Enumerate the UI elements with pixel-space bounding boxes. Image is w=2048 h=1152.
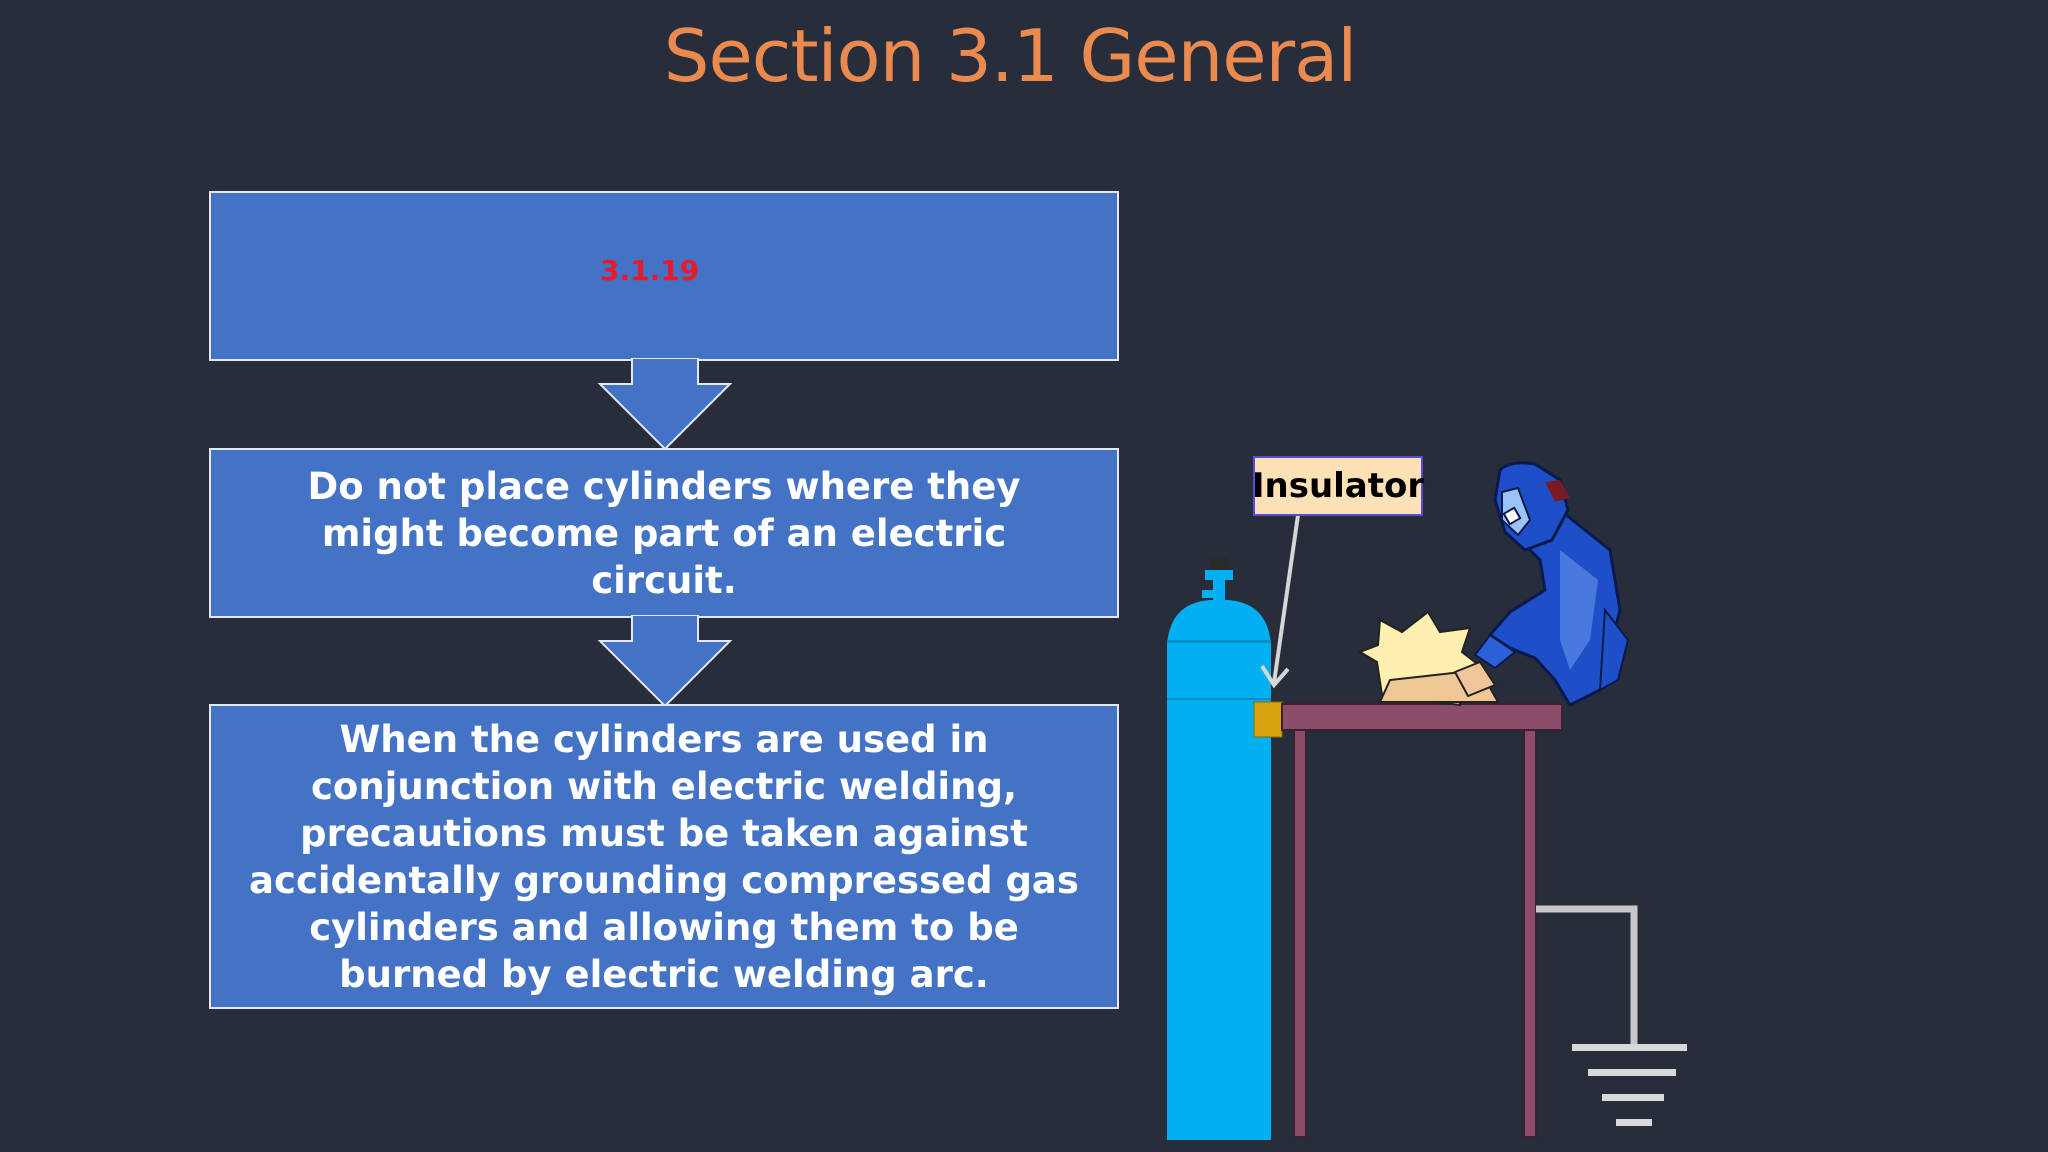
insulator-pointer-icon: [1260, 514, 1300, 689]
ground-symbol-icon: [1536, 905, 1687, 1126]
step-box-2: Do not place cylinders where they might …: [209, 448, 1119, 618]
step-2-text: Do not place cylinders where they might …: [307, 464, 1021, 602]
section-code: 3.1.19: [600, 254, 700, 287]
step-3-text: When the cylinders are used in conjuncti…: [249, 717, 1079, 996]
page-title: Section 3.1 General: [663, 14, 1358, 98]
step-box-3: When the cylinders are used in conjuncti…: [209, 704, 1119, 1009]
welding-illustration: [1167, 461, 1687, 1140]
step-box-1: [209, 191, 1119, 361]
welder-icon: [1453, 461, 1630, 707]
gas-cylinder-icon: [1167, 558, 1271, 1140]
welding-table-icon: [1281, 703, 1563, 1138]
down-arrow-icon: [597, 615, 733, 708]
insulator-block: [1253, 701, 1283, 738]
down-arrow-icon: [597, 358, 733, 451]
insulator-label: Insulator: [1252, 456, 1424, 516]
